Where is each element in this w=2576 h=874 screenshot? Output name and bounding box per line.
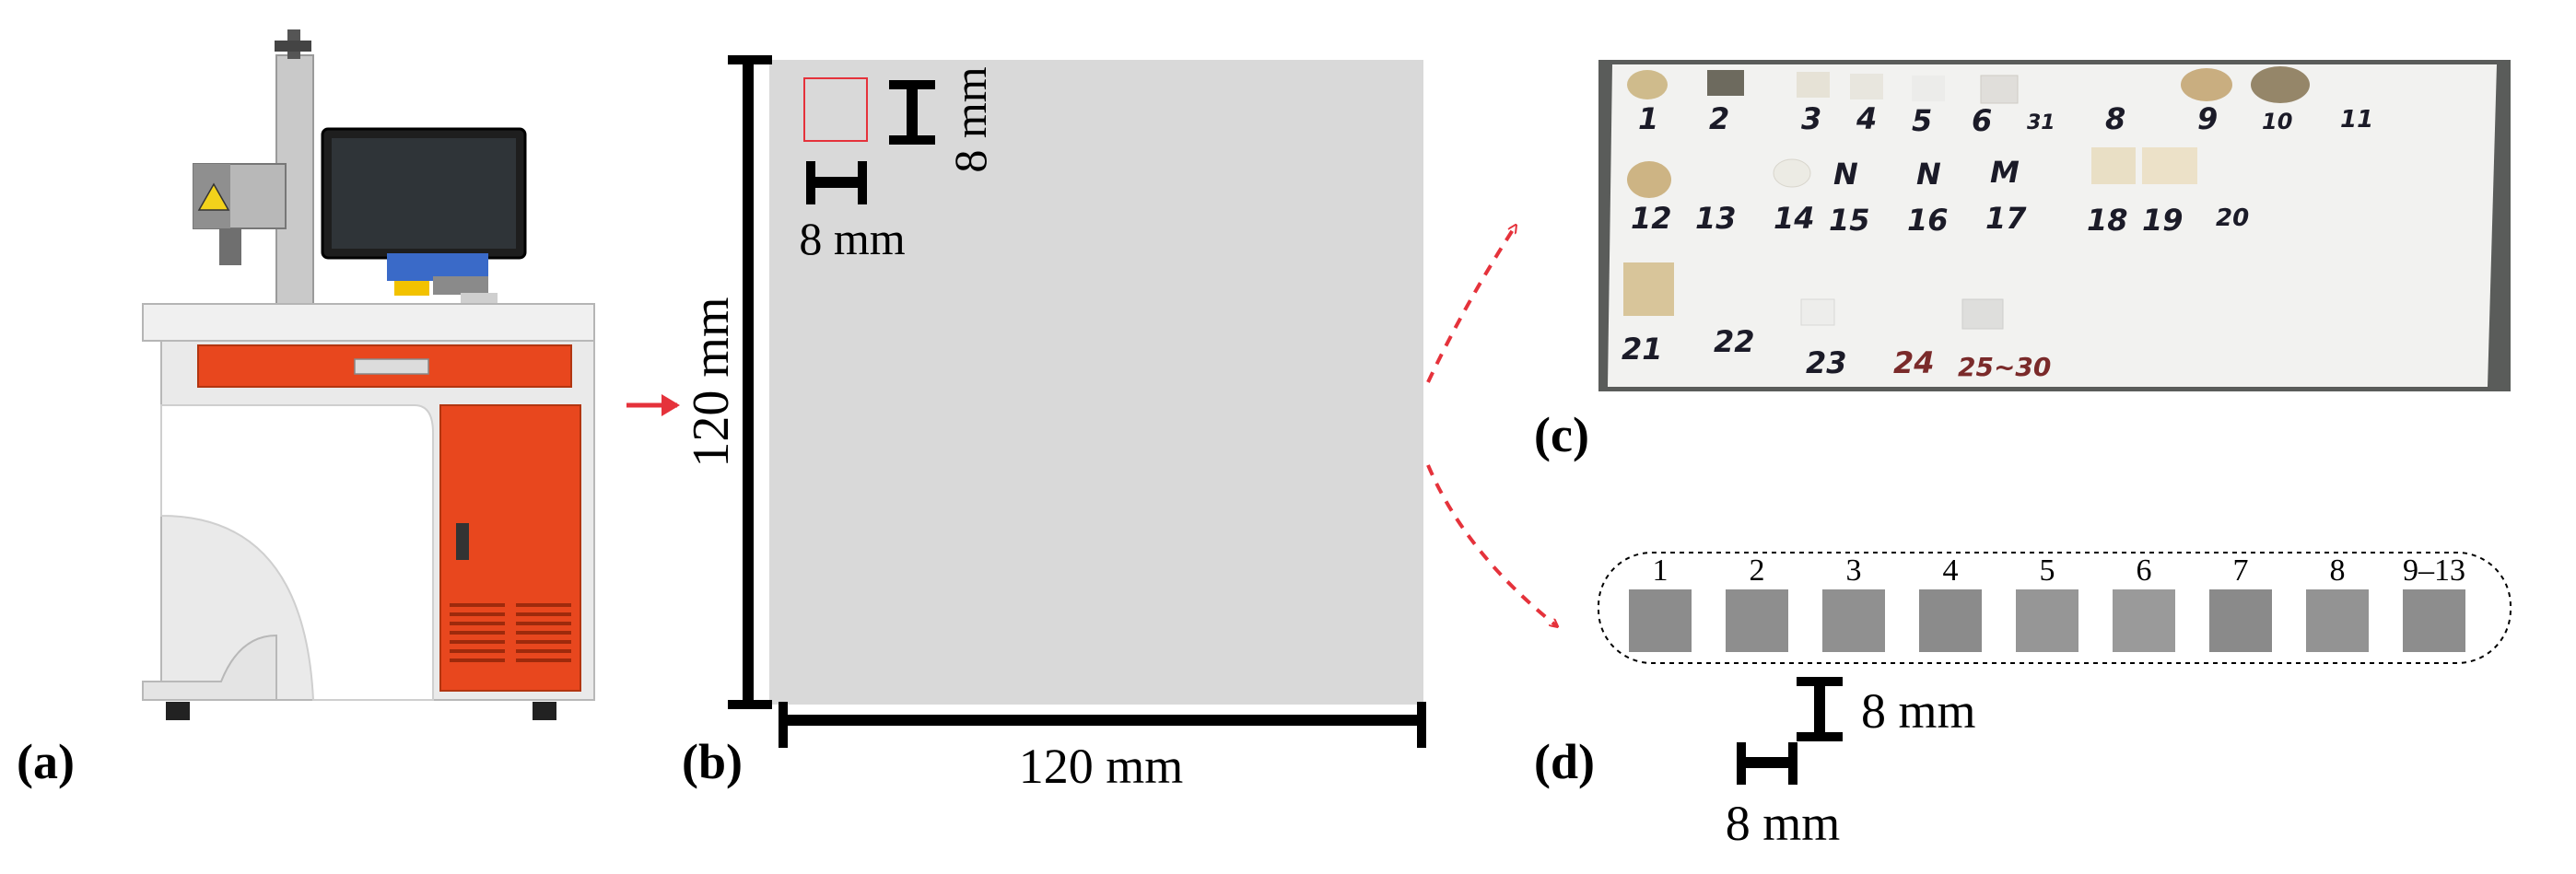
svg-text:14: 14 xyxy=(1774,201,1815,236)
svg-text:9: 9 xyxy=(2197,101,2218,136)
arrow-head-icon xyxy=(662,394,680,416)
sample-plate xyxy=(769,60,1423,705)
svg-text:21: 21 xyxy=(1622,332,1663,367)
svg-text:16: 16 xyxy=(1907,203,1949,238)
cell-width-label: 8 mm xyxy=(799,213,905,264)
sample-strip-squares xyxy=(1629,589,2465,652)
panel-label-a: (a) xyxy=(17,734,75,789)
svg-text:M: M xyxy=(1990,155,2020,190)
svg-text:8: 8 xyxy=(2330,554,2346,588)
svg-text:N: N xyxy=(1916,157,1941,192)
laser-machine-illustration xyxy=(142,29,595,720)
svg-text:1: 1 xyxy=(1638,101,1658,136)
plate-width-label: 120 mm xyxy=(1019,739,1184,794)
svg-text:6: 6 xyxy=(1972,103,1992,138)
svg-text:31: 31 xyxy=(2027,111,2055,134)
svg-text:7: 7 xyxy=(2233,554,2249,588)
strip-cell-width-label: 8 mm xyxy=(1726,796,1841,851)
svg-text:4: 4 xyxy=(1943,554,1959,588)
wheel-icon xyxy=(533,702,556,720)
arrow-b-to-d xyxy=(1426,464,1557,626)
svg-text:4: 4 xyxy=(1856,101,1877,136)
svg-text:20: 20 xyxy=(2216,204,2249,232)
svg-text:24: 24 xyxy=(1893,345,1935,380)
svg-text:22: 22 xyxy=(1714,324,1755,359)
svg-text:10: 10 xyxy=(2262,109,2292,134)
svg-text:25~30: 25~30 xyxy=(1958,352,2051,382)
svg-text:5: 5 xyxy=(2040,554,2055,588)
svg-text:8: 8 xyxy=(2105,101,2125,136)
first-cell-outline xyxy=(803,77,868,142)
svg-text:1: 1 xyxy=(1653,554,1669,588)
svg-text:19: 19 xyxy=(2142,203,2184,238)
wheel-icon xyxy=(166,702,190,720)
strip-cell-height-label: 8 mm xyxy=(1861,683,1976,739)
panel-label-d: (d) xyxy=(1534,734,1595,789)
svg-text:17: 17 xyxy=(1985,201,2027,236)
sample-strip-labels: 1 2 3 4 5 6 7 8 9–13 xyxy=(1653,554,2466,588)
svg-text:23: 23 xyxy=(1806,345,1847,380)
svg-text:9–13: 9–13 xyxy=(2403,554,2465,588)
cell-height-label: 8 mm xyxy=(944,66,996,172)
svg-text:2: 2 xyxy=(1750,554,1765,588)
panel-label-c: (c) xyxy=(1534,407,1589,462)
svg-text:18: 18 xyxy=(2087,203,2128,238)
door-lock-icon xyxy=(456,523,469,560)
laser-warning-icon xyxy=(197,182,230,211)
handwritten-numbers: 1 2 3 4 5 6 31 8 9 10 11 12 13 14 15 16 … xyxy=(1622,101,2373,382)
svg-text:6: 6 xyxy=(2137,554,2152,588)
svg-text:N: N xyxy=(1833,157,1858,192)
panel-label-b: (b) xyxy=(682,734,743,789)
plate-height-label: 120 mm xyxy=(683,297,740,467)
svg-text:12: 12 xyxy=(1631,201,1672,236)
svg-text:2: 2 xyxy=(1709,101,1729,136)
svg-text:13: 13 xyxy=(1695,201,1737,236)
svg-text:3: 3 xyxy=(1846,554,1862,588)
svg-text:15: 15 xyxy=(1829,203,1870,238)
sample-photo xyxy=(1598,60,2511,391)
svg-text:5: 5 xyxy=(1912,103,1932,138)
arrow-b-to-c xyxy=(1426,226,1516,383)
svg-text:11: 11 xyxy=(2340,106,2373,134)
svg-text:3: 3 xyxy=(1801,101,1821,136)
